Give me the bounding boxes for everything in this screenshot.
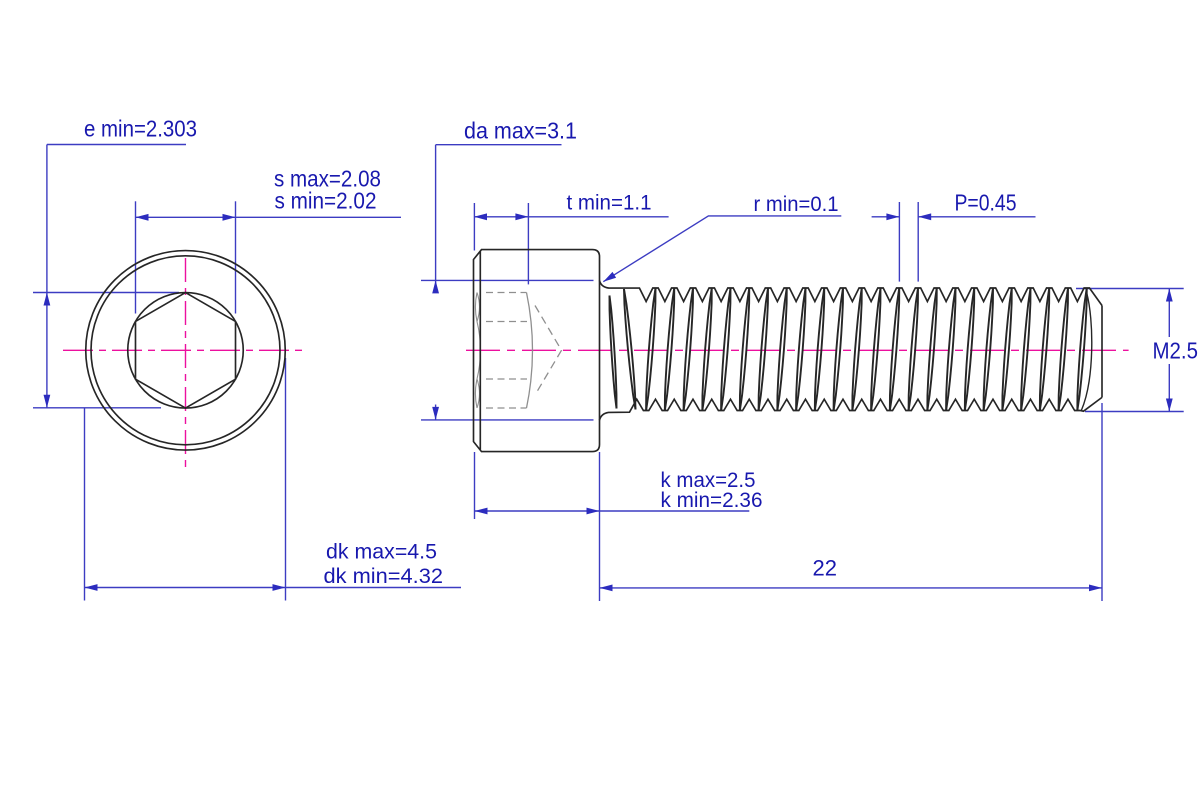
- svg-text:dk min=4.32: dk min=4.32: [324, 564, 444, 588]
- svg-text:22: 22: [813, 556, 838, 581]
- svg-text:da max=3.1: da max=3.1: [464, 117, 577, 143]
- svg-text:s min=2.02: s min=2.02: [275, 188, 377, 214]
- svg-text:P=0.45: P=0.45: [955, 190, 1017, 216]
- svg-text:s max=2.08: s max=2.08: [274, 166, 381, 192]
- svg-text:t min=1.1: t min=1.1: [567, 191, 652, 215]
- svg-text:k max=2.5: k max=2.5: [661, 468, 756, 492]
- svg-text:r min=0.1: r min=0.1: [754, 192, 839, 216]
- svg-text:dk max=4.5: dk max=4.5: [326, 540, 437, 564]
- svg-text:e min=2.303: e min=2.303: [84, 116, 197, 142]
- svg-text:k min=2.36: k min=2.36: [661, 488, 763, 512]
- svg-text:M2.5: M2.5: [1153, 338, 1199, 364]
